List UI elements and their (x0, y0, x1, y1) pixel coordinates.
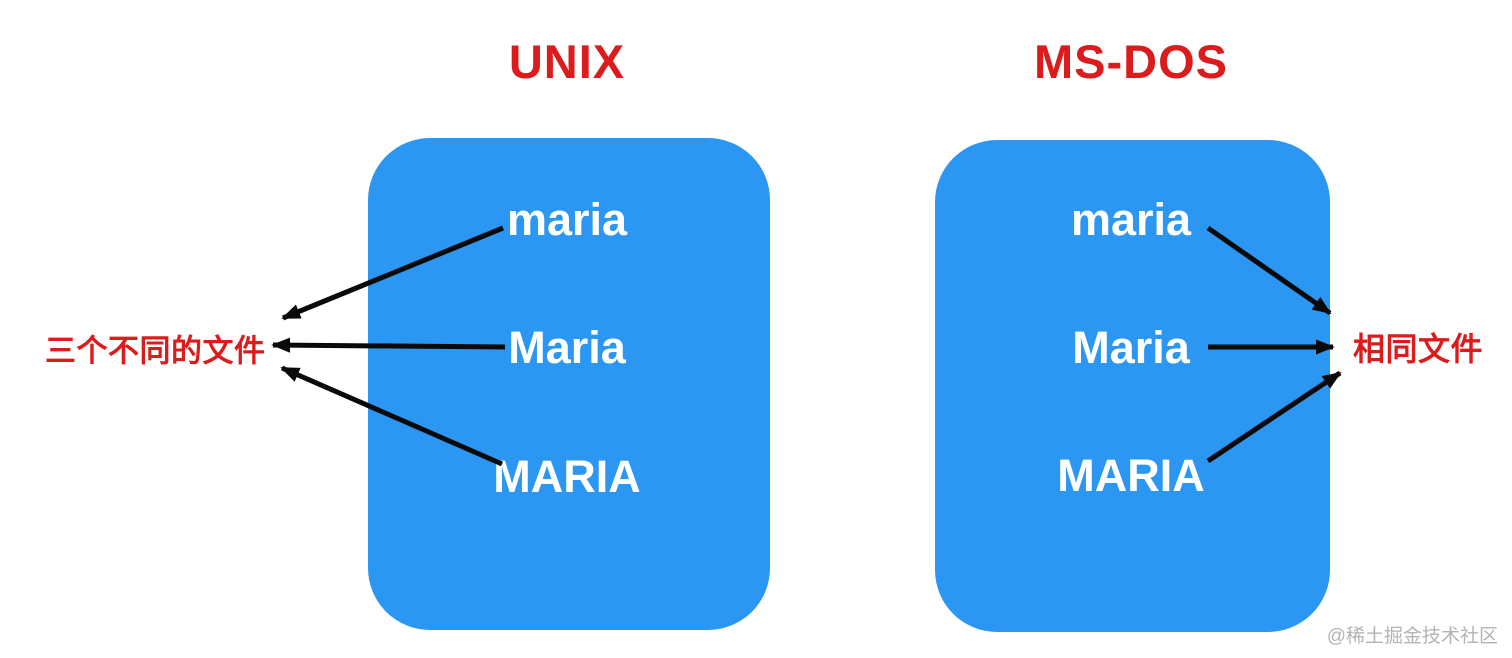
left-result-label: 三个不同的文件 (45, 333, 266, 369)
unix-file-lowercase: maria (506, 194, 628, 245)
unix-panel: maria Maria MARIA (368, 138, 770, 630)
right-result-label: 相同文件 (1353, 331, 1484, 367)
watermark: @稀土掘金技术社区 (1326, 626, 1498, 647)
unix-title: UNIX (508, 35, 626, 88)
unix-file-uppercase: MARIA (493, 451, 641, 502)
msdos-file-capitalized: Maria (1072, 322, 1190, 373)
msdos-file-uppercase: MARIA (1057, 450, 1205, 501)
msdos-panel: maria Maria MARIA (935, 140, 1330, 632)
unix-file-capitalized: Maria (508, 322, 626, 373)
msdos-file-lowercase: maria (1070, 194, 1192, 245)
msdos-title: MS-DOS (1034, 35, 1228, 88)
